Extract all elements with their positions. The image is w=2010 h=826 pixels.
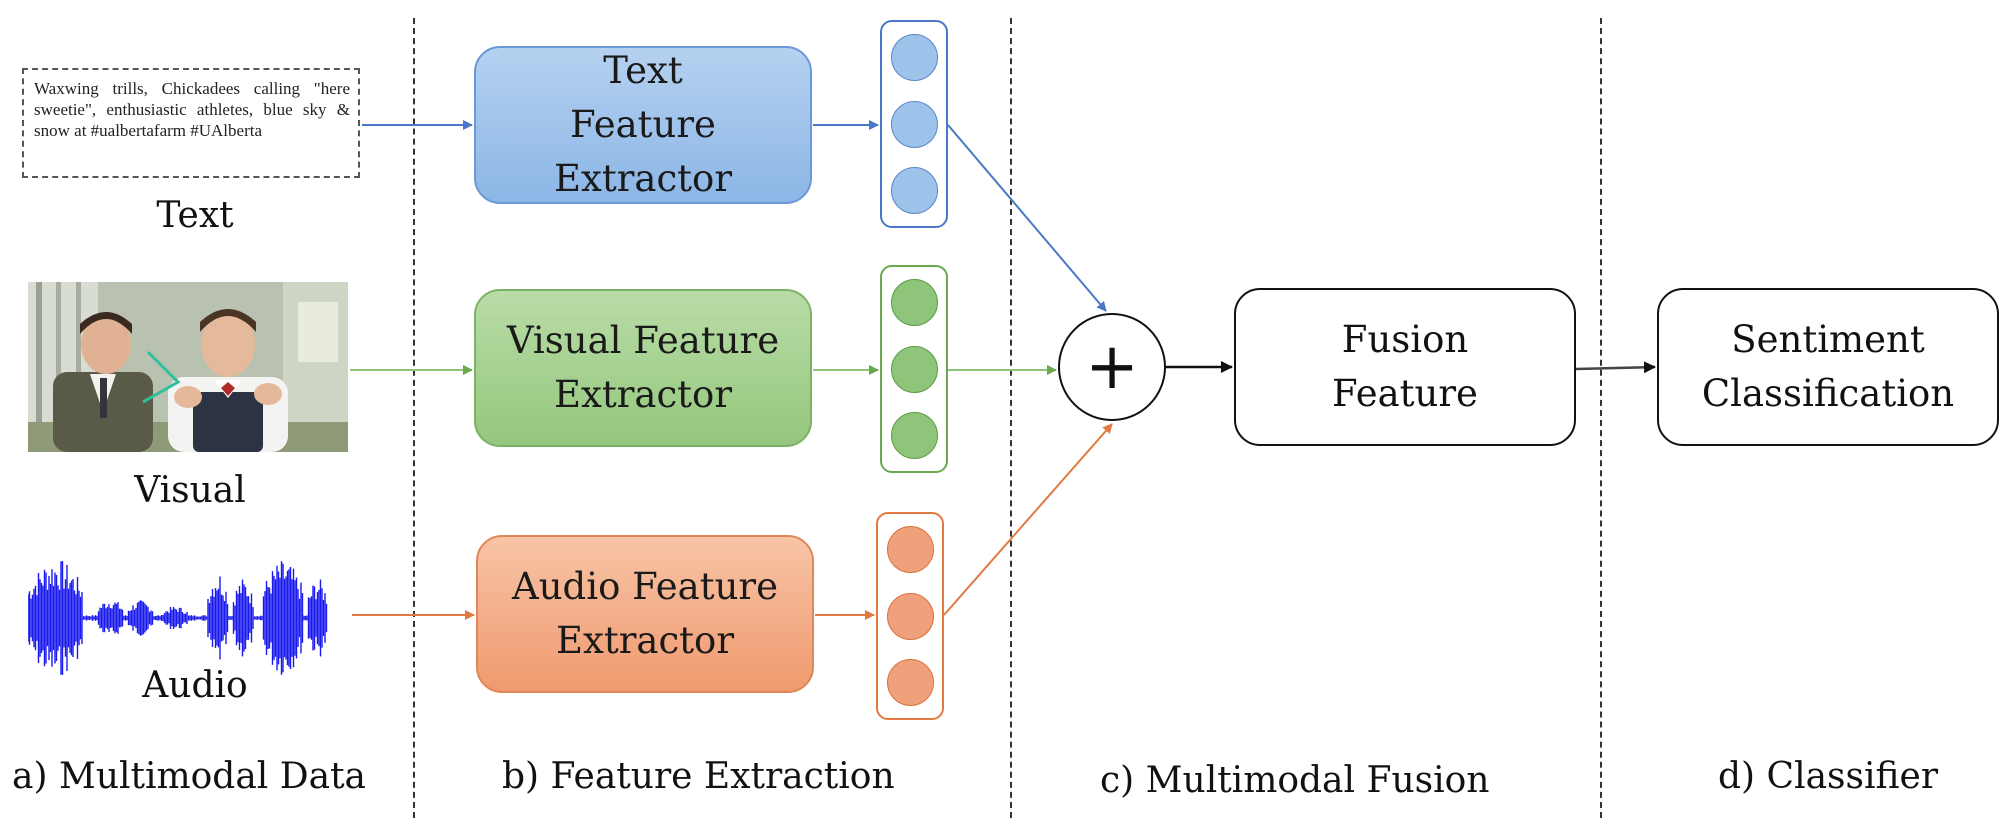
column-a-header: a) Multimodal Data	[12, 756, 367, 797]
fusion-feature-label: Fusion Feature	[1332, 318, 1478, 415]
visual-input-label: Visual	[134, 470, 246, 511]
visual-feature-node	[891, 346, 938, 393]
column-c-header: c) Multimodal Fusion	[1100, 760, 1490, 801]
fusion-to-classifier-arrow	[1575, 361, 1656, 374]
audio-feature-node	[887, 526, 934, 573]
separator-3	[1600, 18, 1602, 818]
text-extractor-label: Text Feature Extractor	[553, 49, 733, 200]
text-feature-node	[891, 101, 938, 148]
text-input-label: Text	[156, 195, 234, 236]
audio-feature-extractor: Audio Feature Extractor	[476, 535, 814, 693]
visual-feature-vector	[880, 265, 948, 473]
audio-feature-node	[887, 659, 934, 706]
sentiment-classification-box: Sentiment Classification	[1657, 288, 1999, 446]
visual-feature-node	[891, 412, 938, 459]
column-b-header: b) Feature Extraction	[502, 756, 895, 797]
separator-1	[413, 18, 415, 818]
text-sample-box: Waxwing trills, Chickadees calling "here…	[22, 68, 360, 178]
separator-2	[1010, 18, 1012, 818]
fusion-feature-box: Fusion Feature	[1234, 288, 1576, 446]
fusion-plus-operator: +	[1058, 313, 1166, 421]
visual-feature-extractor: Visual Feature Extractor	[474, 289, 812, 447]
audio-to-fusion-arrow	[943, 423, 1113, 616]
column-d-header: d) Classifier	[1718, 756, 1939, 797]
audio-extractor-label: Audio Feature Extractor	[512, 565, 778, 662]
audio-feature-vector	[876, 512, 944, 720]
text-to-fusion-arrow	[947, 124, 1107, 312]
video-frame-image	[28, 282, 348, 452]
audio-waveform	[27, 552, 350, 684]
visual-feature-node	[891, 279, 938, 326]
text-feature-extractor: Text Feature Extractor	[474, 46, 812, 204]
text-feature-node	[891, 34, 938, 81]
visual-extractor-label: Visual Feature Extractor	[506, 319, 780, 416]
audio-feature-node	[887, 593, 934, 640]
text-feature-node	[891, 167, 938, 214]
text-feature-vector	[880, 20, 948, 228]
classifier-label: Sentiment Classification	[1701, 318, 1955, 415]
audio-input-label: Audio	[142, 665, 248, 706]
